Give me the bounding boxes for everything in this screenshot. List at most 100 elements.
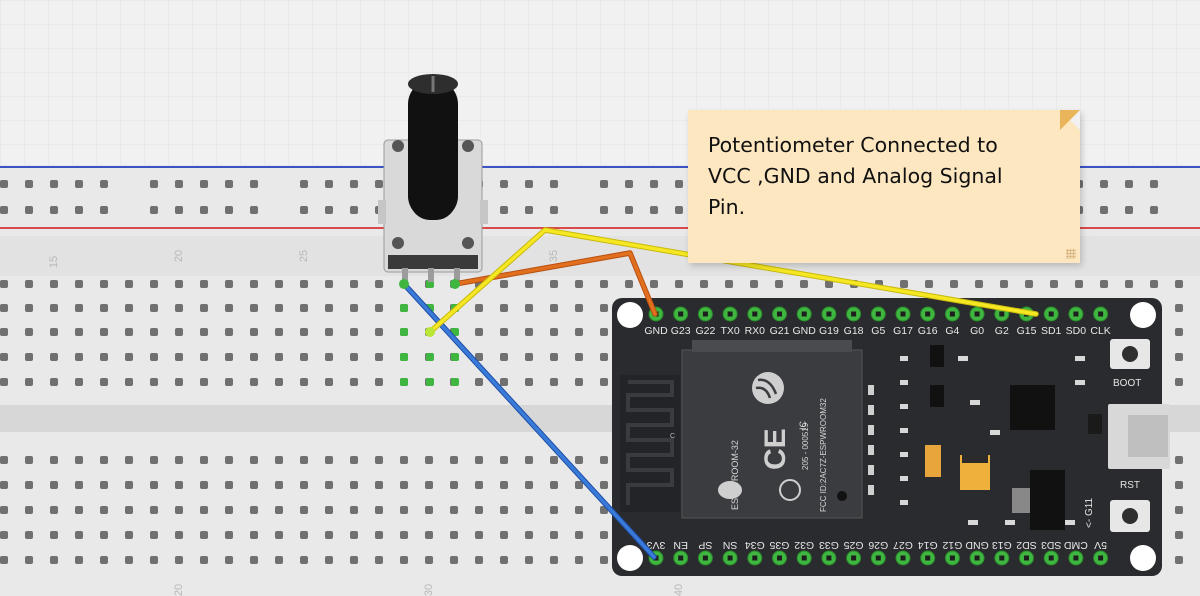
breadboard-hole: [175, 180, 183, 188]
breadboard-hole: [150, 378, 158, 386]
bottom-pin-label: G13: [992, 539, 1012, 551]
breadboard-hole: [400, 456, 408, 464]
column-number: 30: [423, 584, 435, 596]
top-pin-hole: [925, 311, 931, 317]
breadboard-hole: [1175, 378, 1183, 386]
breadboard-hole: [125, 378, 133, 386]
breadboard-hole: [475, 456, 483, 464]
annotation-note[interactable]: Potentiometer Connected to VCC ,GND and …: [688, 110, 1080, 263]
breadboard-hole-active: [451, 378, 459, 386]
wire-vcc-blue[interactable]: [402, 282, 656, 559]
breadboard-column-numbers: 15 20 25 30 35 20 30 40: [48, 250, 685, 596]
regulator-tab: [1012, 488, 1030, 513]
breadboard-hole: [25, 180, 33, 188]
breadboard-hole: [250, 378, 258, 386]
note-resize-grip[interactable]: [1066, 249, 1076, 259]
breadboard-hole: [1075, 280, 1083, 288]
breadboard-hole: [825, 280, 833, 288]
reset-button-cap[interactable]: [1122, 508, 1138, 524]
breadboard-hole: [200, 180, 208, 188]
breadboard-hole: [300, 280, 308, 288]
breadboard-hole: [700, 280, 708, 288]
breadboard-hole: [525, 481, 533, 489]
breadboard-hole: [400, 481, 408, 489]
breadboard-hole: [150, 481, 158, 489]
bottom-pin-label: G26: [868, 539, 888, 551]
breadboard-hole: [600, 206, 608, 214]
top-pin-label: G2: [995, 325, 1009, 337]
breadboard-hole: [425, 456, 433, 464]
breadboard-hole: [300, 378, 308, 386]
breadboard-hole: [1175, 353, 1183, 361]
smd-component: [1075, 380, 1085, 385]
breadboard-hole: [550, 456, 558, 464]
breadboard-hole: [325, 280, 333, 288]
boot-button-cap[interactable]: [1122, 346, 1138, 362]
top-pin-hole: [999, 311, 1005, 317]
bottom-pin-hole: [702, 555, 708, 561]
mount-hole: [1130, 302, 1156, 328]
mount-hole: [1130, 545, 1156, 571]
diode: [1088, 414, 1102, 434]
breadboard-hole: [100, 456, 108, 464]
breadboard-hole-active: [400, 328, 408, 336]
wifi-logo: [718, 481, 742, 499]
boot-label: BOOT: [1113, 378, 1141, 389]
wire-gnd-orange[interactable]: [453, 251, 657, 316]
smd-component: [958, 356, 968, 361]
breadboard-hole: [500, 304, 508, 312]
breadboard-hole: [550, 304, 558, 312]
breadboard-hole: [550, 481, 558, 489]
bottom-pin-label: SD2: [1016, 539, 1037, 551]
breadboard-hole: [900, 280, 908, 288]
breadboard-hole: [325, 556, 333, 564]
breadboard-hole: [350, 506, 358, 514]
bottom-pin-hole: [1098, 555, 1104, 561]
breadboard-hole: [0, 378, 8, 386]
breadboard-hole: [275, 280, 283, 288]
breadboard-hole: [200, 531, 208, 539]
breadboard-hole: [425, 556, 433, 564]
breadboard-hole: [375, 556, 383, 564]
breadboard-hole: [1175, 481, 1183, 489]
breadboard-hole: [150, 353, 158, 361]
breadboard-hole: [350, 180, 358, 188]
breadboard-hole: [1125, 280, 1133, 288]
breadboard-hole: [0, 506, 8, 514]
top-pin-hole: [875, 311, 881, 317]
top-pin-hole: [801, 311, 807, 317]
module-side-pad: [868, 465, 874, 475]
breadboard-hole: [400, 556, 408, 564]
pot-tab: [480, 200, 488, 224]
bottom-pin-label: G32: [794, 539, 814, 551]
breadboard-hole: [225, 353, 233, 361]
breadboard-hole: [500, 180, 508, 188]
breadboard-hole: [325, 506, 333, 514]
wire-endpoint: [425, 327, 435, 337]
bottom-pin-label: GND: [965, 539, 989, 551]
top-pin-hole: [1048, 311, 1054, 317]
breadboard-hole: [350, 531, 358, 539]
breadboard-hole: [1050, 280, 1058, 288]
breadboard-hole: [125, 556, 133, 564]
wire-signal-yellow[interactable]: [428, 228, 1038, 334]
breadboard-hole: [300, 456, 308, 464]
breadboard-hole: [250, 531, 258, 539]
pot-knob[interactable]: [408, 80, 458, 220]
breadboard-hole: [575, 481, 583, 489]
breadboard-hole: [325, 456, 333, 464]
breadboard-hole: [0, 456, 8, 464]
breadboard-hole: [200, 280, 208, 288]
breadboard-hole: [25, 506, 33, 514]
breadboard-hole: [575, 280, 583, 288]
voltage-regulator: [1030, 470, 1065, 530]
potentiometer[interactable]: [378, 74, 488, 282]
breadboard-hole: [200, 206, 208, 214]
breadboard-hole: [1175, 328, 1183, 336]
breadboard-hole: [525, 353, 533, 361]
breadboard-hole: [300, 206, 308, 214]
breadboard-hole: [275, 531, 283, 539]
smd-resistor: [900, 500, 908, 505]
wire-endpoint: [450, 279, 460, 289]
